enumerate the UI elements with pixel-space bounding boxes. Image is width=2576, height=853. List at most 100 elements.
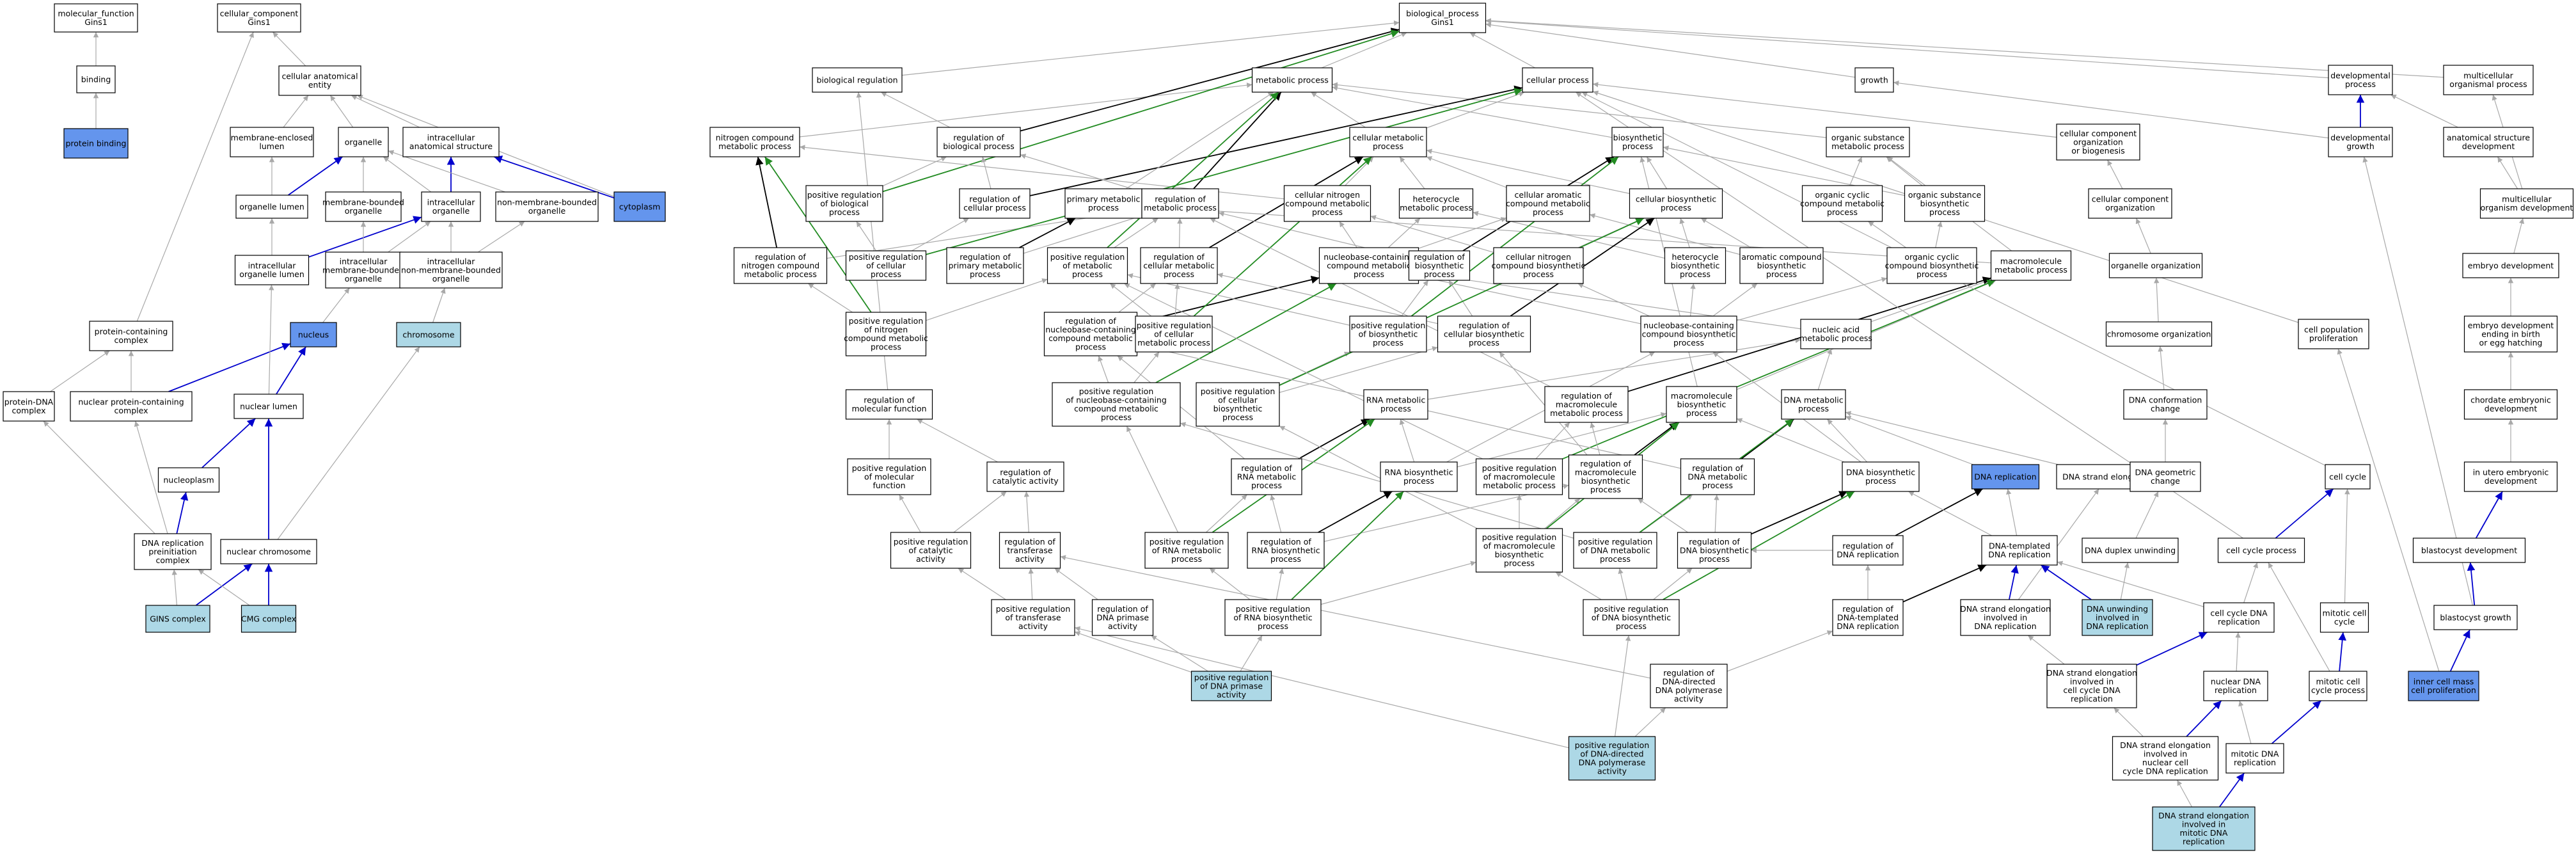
term-node-blastdev[interactable]: blastocyst development xyxy=(2412,538,2526,563)
term-node-cellcycle[interactable]: cell cycle xyxy=(2325,464,2371,490)
term-node-organelle[interactable]: organelle xyxy=(338,127,389,157)
term-node-inmbo[interactable]: intracellularnon-membrane-boundedorganel… xyxy=(399,251,503,289)
term-node-metab[interactable]: metabolic process xyxy=(1251,67,1333,93)
term-node-gins[interactable]: GINS complex xyxy=(145,605,210,633)
term-node-growth[interactable]: growth xyxy=(1854,67,1894,93)
term-node-bioreg[interactable]: biological regulation xyxy=(812,67,903,93)
term-node-ccproc[interactable]: cell cycle process xyxy=(2217,538,2305,563)
term-node-orgorg[interactable]: organelle organization xyxy=(2108,253,2203,278)
term-node-blastgrowth[interactable]: blastocyst growth xyxy=(2433,605,2518,630)
term-node-protbind[interactable]: protein binding xyxy=(63,128,129,159)
term-node-binding[interactable]: binding xyxy=(76,65,116,93)
term-node-rmbp[interactable]: regulation ofmacromoleculebiosyntheticpr… xyxy=(1568,454,1643,499)
term-node-embdev[interactable]: embryo development xyxy=(2462,253,2559,278)
term-node-chromorg[interactable]: chromosome organization xyxy=(2105,321,2213,347)
term-node-nucleus[interactable]: nucleus xyxy=(290,322,337,347)
term-node-chromosome[interactable]: chromosome xyxy=(396,322,461,347)
term-node-rnbcmp[interactable]: regulation ofnucleobase-containingcompou… xyxy=(1043,312,1138,356)
term-node-orglumen[interactable]: organelle lumen xyxy=(235,195,308,219)
term-node-dnarep[interactable]: DNA replication xyxy=(1971,464,2040,490)
term-node-cellproc[interactable]: cellular process xyxy=(1522,67,1593,93)
term-node-nchrom[interactable]: nuclear chromosome xyxy=(220,539,317,564)
